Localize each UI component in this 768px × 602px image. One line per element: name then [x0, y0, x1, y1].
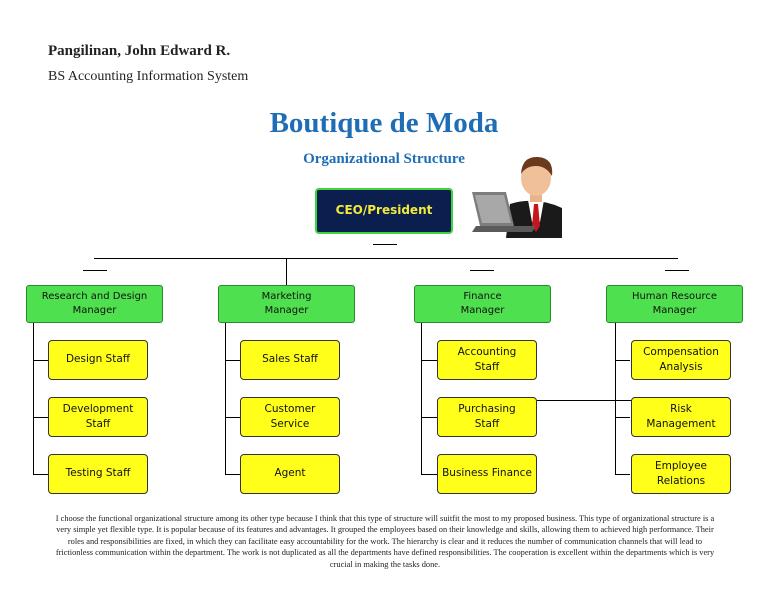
connector-line [225, 474, 240, 475]
connector-line [83, 270, 107, 271]
author-name: Pangilinan, John Edward R. [48, 43, 231, 59]
connector-line [225, 323, 226, 475]
connector-line [286, 258, 287, 285]
businessman-at-laptop-icon [472, 156, 562, 238]
connector-line [421, 360, 437, 361]
connector-line [33, 474, 48, 475]
staff-box-design: Design Staff [48, 340, 148, 380]
connector-line [615, 417, 630, 418]
description-paragraph: I choose the functional organizational s… [55, 514, 715, 569]
connector-line [421, 323, 422, 475]
connector-line [421, 417, 437, 418]
connector-line [615, 474, 630, 475]
document-subtitle: Organizational Structure [303, 151, 465, 167]
connector-line [225, 360, 240, 361]
connector-line [615, 360, 630, 361]
connector-line [470, 270, 494, 271]
connector-line [33, 323, 34, 475]
connector-line [33, 360, 48, 361]
program-name: BS Accounting Information System [48, 69, 249, 84]
connector-line [373, 244, 397, 245]
connector-line [615, 323, 616, 475]
connector-line [225, 417, 240, 418]
connector-line [33, 417, 48, 418]
staff-box-agent: Agent [240, 454, 340, 494]
connector-line [421, 474, 437, 475]
staff-box-business-finance: Business Finance [437, 454, 537, 494]
connector-line [665, 270, 689, 271]
staff-box-testing: Testing Staff [48, 454, 148, 494]
staff-box-sales: Sales Staff [240, 340, 340, 380]
connector-line [94, 258, 678, 259]
connector-line [537, 400, 715, 401]
document-title: Boutique de Moda [269, 107, 499, 139]
ceo-box: CEO/President [315, 188, 453, 234]
ceo-label: CEO/President [335, 203, 433, 218]
